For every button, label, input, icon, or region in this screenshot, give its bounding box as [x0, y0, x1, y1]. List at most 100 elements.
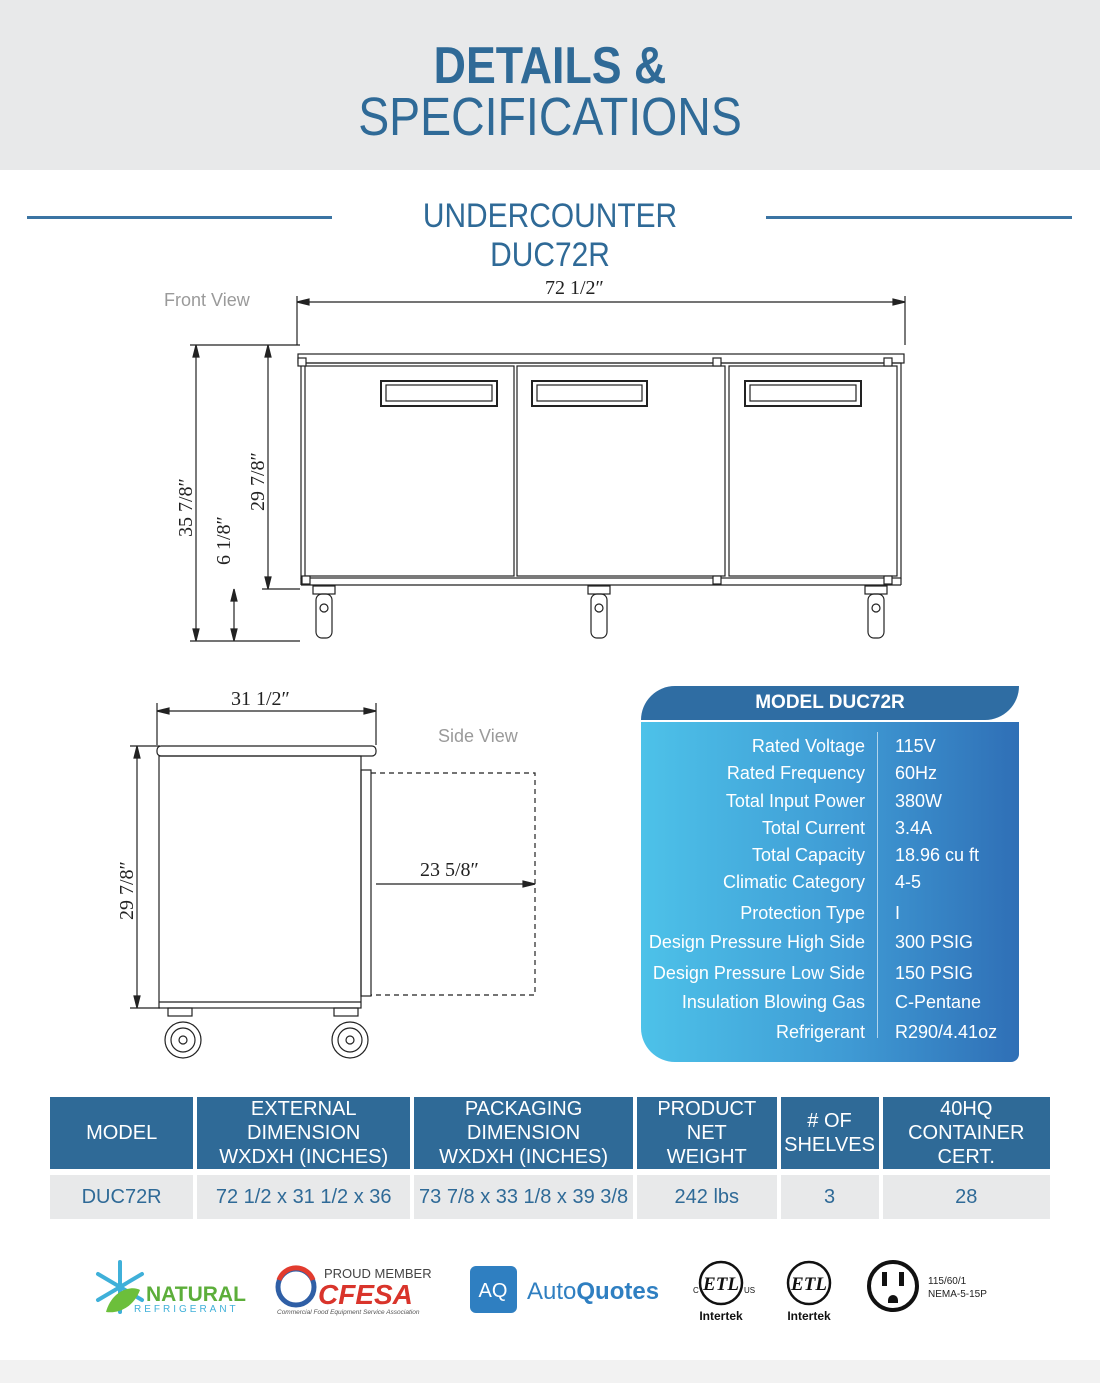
refrigerant-word: REFRIGERANT [134, 1304, 239, 1315]
autoquotes-part-quotes: Quotes [576, 1278, 659, 1305]
divider-right [766, 216, 1072, 219]
spec-value: C-Pentane [895, 992, 982, 1012]
header-text-line2: SHELVES [784, 1134, 875, 1156]
header-model-text: MODEL [86, 1122, 158, 1144]
side-view-label: Side View [438, 726, 519, 746]
cfesa-wordmark: CFESA [318, 1279, 413, 1310]
front-caster-right [864, 585, 888, 639]
aq-badge-text: AQ [479, 1280, 508, 1302]
header-text-line2: WEIGHT [666, 1146, 747, 1168]
spec-row: Refrigerant R290/4.41oz [641, 1022, 1019, 1046]
spec-row: Rated Frequency 60Hz [641, 763, 1019, 787]
cell-shelves: 3 [780, 1175, 879, 1219]
header-text-line2: WXDXH (INCHES) [439, 1146, 608, 1168]
model-subtitle-row: UNDERCOUNTER DUC72R [0, 195, 1100, 274]
spec-value: 3.4A [895, 818, 933, 838]
front-view-label: Front View [164, 290, 251, 310]
spec-value: 300 PSIG [895, 932, 974, 952]
spec-label: Total Capacity [751, 845, 865, 865]
spec-value: R290/4.41oz [895, 1022, 998, 1042]
header-title-line2: SPECIFICATIONS [358, 87, 742, 147]
autoquotes-logo: AQ AutoQuotes [470, 1266, 659, 1313]
leaf-icon [106, 1288, 140, 1313]
spec-row: Total Capacity 18.96 cu ft [641, 845, 1019, 869]
cfesa-tagline: Commercial Food Equipment Service Associ… [277, 1309, 420, 1316]
header-text-line1: 40HQ [940, 1098, 993, 1120]
front-body-height-dim: 29 7/8″ [247, 452, 269, 511]
footer-band [0, 1360, 1100, 1383]
plug-icon: 115/60/1 NEMA-5-15P [867, 1260, 987, 1312]
table-row: DUC72R 72 1/2 x 31 1/2 x 36 73 7/8 x 33 … [50, 1175, 1050, 1219]
header-title-line1: DETAILS & [433, 37, 667, 95]
etl-listed-mark: ETL C US Intertek [693, 1260, 755, 1323]
cell-external-dimension: 72 1/2 x 31 1/2 x 36 [197, 1175, 411, 1219]
side-caster-right [331, 1007, 369, 1059]
etl-sanitation-mark: ETL Intertek [786, 1260, 832, 1323]
spec-value: 4-5 [895, 872, 922, 892]
front-caster-left [312, 585, 336, 639]
side-view-drawing: Side View 31 1/2″ 23 5/8″ [116, 688, 536, 1059]
header-text-line1: # OF [807, 1110, 852, 1132]
spec-value: 18.96 cu ft [895, 845, 980, 865]
spec-label: Climatic Category [722, 872, 865, 892]
spec-label: Rated Frequency [726, 763, 865, 783]
specs-divider [877, 732, 878, 1038]
cell-packaging-dimension: 73 7/8 x 33 1/8 x 39 3/8 [414, 1175, 633, 1219]
spec-row: Total Current 3.4A [641, 818, 1019, 842]
spec-row: Insulation Blowing Gas C-Pentane [641, 992, 1019, 1016]
front-view-drawing: Front View 72 1/2″ [164, 277, 906, 642]
spec-label: Total Current [761, 818, 865, 838]
autoquotes-part-auto: Auto [527, 1278, 576, 1305]
door-swing-dim: 23 5/8″ [420, 859, 479, 881]
spec-row: Rated Voltage 115V [641, 736, 1019, 760]
spec-value: 60Hz [895, 763, 938, 783]
etl-mark-text-1: ETL [702, 1274, 739, 1295]
plug-nema: NEMA-5-15P [928, 1289, 987, 1300]
specs-title: MODEL DUC72R [641, 686, 1019, 720]
side-depth-dim: 31 1/2″ [231, 688, 290, 710]
cell-container-cert: 28 [882, 1175, 1050, 1219]
spec-label: Insulation Blowing Gas [681, 992, 865, 1012]
natural-word: NATURAL [146, 1283, 246, 1306]
front-caster-middle [587, 585, 611, 639]
spec-value: I [895, 903, 901, 923]
header-text-line2: WXDXH (INCHES) [219, 1146, 389, 1168]
header-text-line1: PRODUCT NET [657, 1098, 757, 1144]
spec-label: Refrigerant [775, 1022, 865, 1042]
cfesa-logo: PROUD MEMBER CFESA Commercial Food Equip… [275, 1265, 432, 1316]
etl-c-mark: C [693, 1286, 699, 1295]
header-text-line1: EXTERNAL DIMENSION [247, 1098, 361, 1144]
front-width-dim: 72 1/2″ [545, 277, 604, 299]
cfesa-proud-member: PROUD MEMBER [324, 1266, 432, 1281]
divider-left [27, 216, 332, 219]
page-header: DETAILS & SPECIFICATIONS [0, 0, 1100, 170]
side-height-dim: 29 7/8″ [116, 861, 138, 920]
cell-model: DUC72R [50, 1175, 194, 1219]
plug-rating: 115/60/1 [928, 1276, 967, 1287]
spec-value: 115V [895, 736, 936, 756]
natural-refrigerant-logo: NATURAL REFRIGERANT [96, 1260, 246, 1315]
intertek-label-1: Intertek [699, 1309, 743, 1323]
specs-body [641, 722, 1019, 1062]
spec-label: Rated Voltage [751, 736, 865, 756]
front-total-height-dim: 35 7/8″ [175, 478, 197, 537]
model-subtitle: UNDERCOUNTER DUC72R [422, 197, 678, 274]
etl-mark-text-2: ETL [790, 1274, 827, 1295]
cell-net-weight: 242 lbs [636, 1175, 777, 1219]
spec-value: 380W [895, 791, 943, 811]
header-text-line2: CONTAINER CERT. [908, 1122, 1025, 1168]
autoquotes-wordmark: AutoQuotes [527, 1278, 659, 1305]
